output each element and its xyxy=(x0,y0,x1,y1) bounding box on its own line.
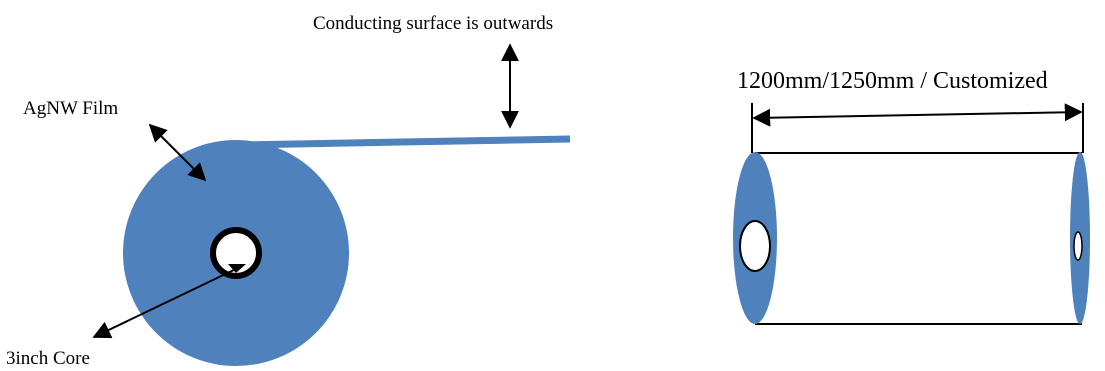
surface-orientation-label: Conducting surface is outwards xyxy=(313,13,554,34)
core-label: 3inch Core xyxy=(6,348,90,369)
film-label: AgNW Film xyxy=(23,98,119,119)
width-label: 1200mm/1250mm / Customized xyxy=(737,68,1048,94)
film-strip xyxy=(239,135,571,149)
core-pointer-arrow xyxy=(92,267,239,339)
film-double-arrow xyxy=(148,123,207,182)
width-dimension-arrow xyxy=(752,103,1083,127)
left-core-hole xyxy=(739,220,771,272)
roll-side-view xyxy=(733,103,1090,325)
roll-end-view xyxy=(123,135,571,366)
right-core-hole xyxy=(1073,231,1083,261)
core-ring xyxy=(210,227,262,279)
